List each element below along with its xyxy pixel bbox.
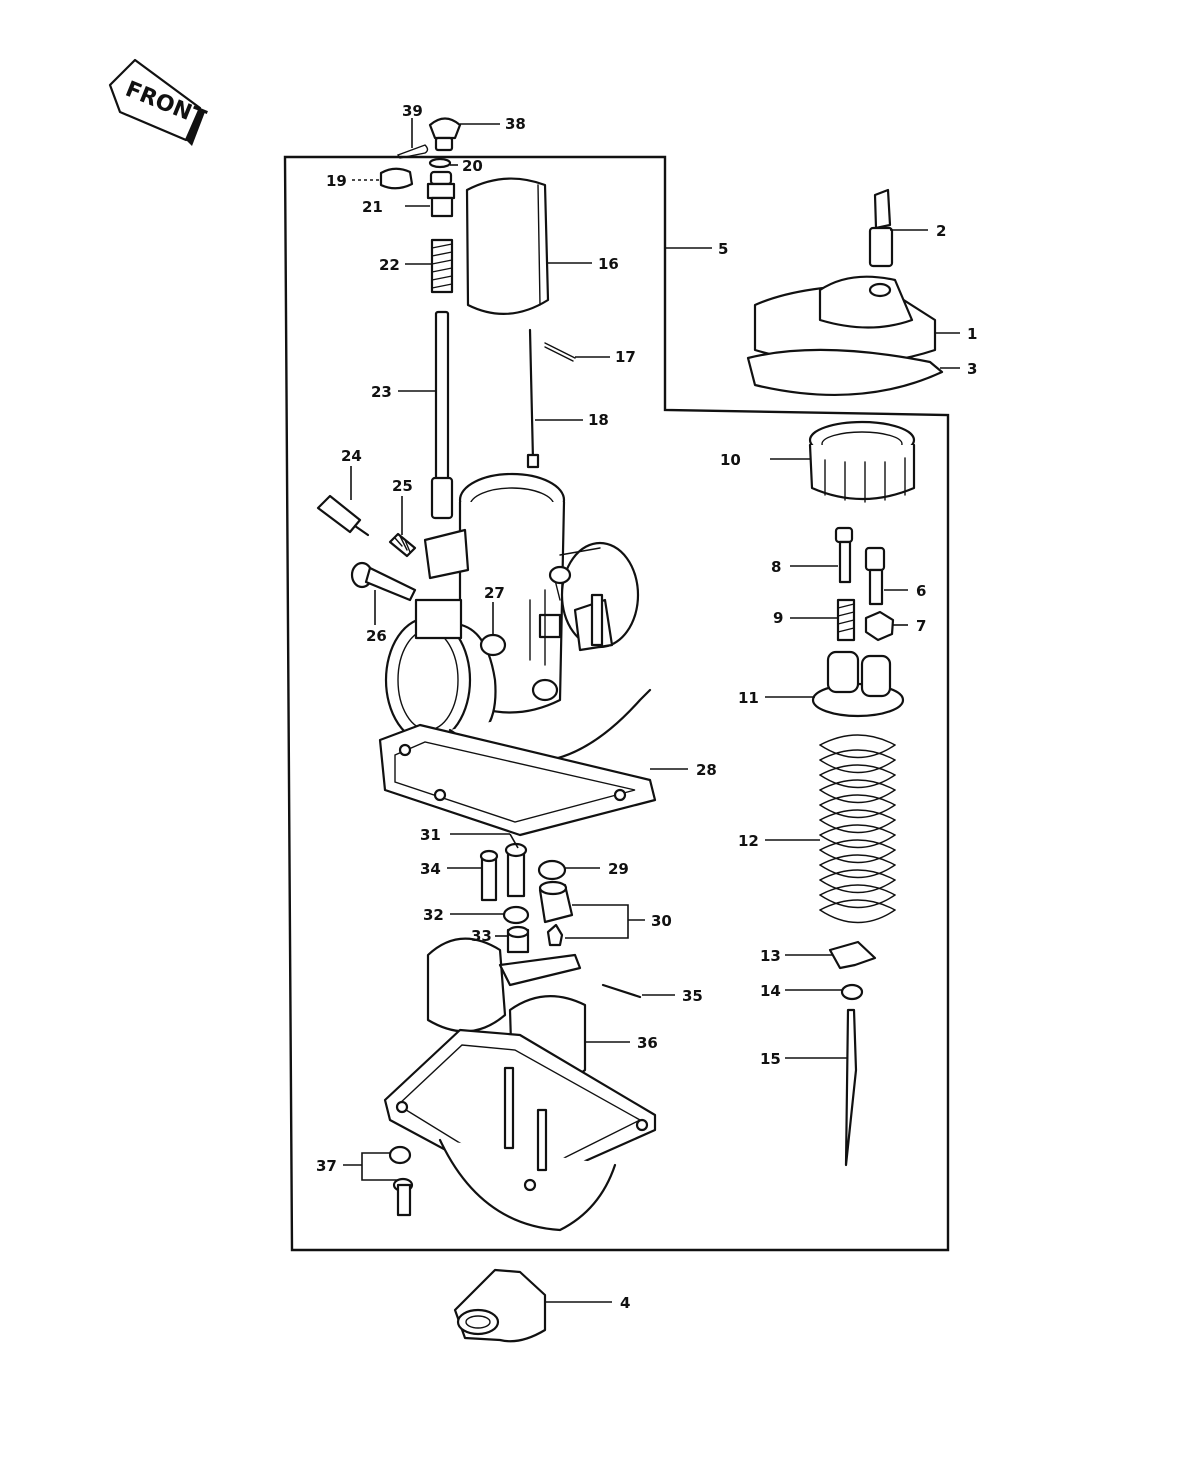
label-38: 38 <box>505 115 526 133</box>
part-22-spring-small <box>430 238 454 294</box>
label-34: 34 <box>420 860 441 878</box>
part-19-cap <box>379 167 414 190</box>
part-3-gasket <box>746 348 944 396</box>
front-arrow: FRONT <box>108 58 209 146</box>
part-17-clip <box>544 342 576 362</box>
part-38-knob <box>428 117 462 152</box>
label-21: 21 <box>362 198 383 216</box>
label-29: 29 <box>608 860 629 878</box>
part-numbers: 39 38 20 19 21 22 16 5 2 1 3 17 18 23 24… <box>316 102 977 1312</box>
label-30: 30 <box>651 912 672 930</box>
label-4: 4 <box>620 1294 630 1312</box>
part-13-plate <box>828 940 877 970</box>
label-35: 35 <box>682 987 703 1005</box>
part-6-screw <box>864 546 886 606</box>
label-3: 3 <box>967 360 977 378</box>
label-24: 24 <box>341 447 362 465</box>
part-16-throttle-valve <box>465 177 550 315</box>
label-20: 20 <box>462 157 483 175</box>
part-8-screw <box>834 526 854 584</box>
part-4-boot <box>453 1268 547 1343</box>
label-37: 37 <box>316 1157 337 1175</box>
part-28-gasket <box>378 723 657 837</box>
part-10-ring-nut <box>808 420 916 503</box>
label-33: 33 <box>471 927 492 945</box>
label-14: 14 <box>760 982 781 1000</box>
label-32: 32 <box>423 906 444 924</box>
label-27: 27 <box>484 584 505 602</box>
part-11-piston-cap <box>811 650 905 718</box>
part-9-spring <box>836 598 856 642</box>
part-30-needle-valve <box>538 880 574 947</box>
label-18: 18 <box>588 411 609 429</box>
part-35-pin <box>601 983 642 999</box>
part-18-jet-needle <box>526 328 540 469</box>
part-39-cotter-pin <box>396 144 429 159</box>
part-26-bolt <box>350 561 417 602</box>
label-28: 28 <box>696 761 717 779</box>
part-1-top-cover <box>753 275 937 366</box>
label-2: 2 <box>936 222 946 240</box>
part-25-spring <box>388 532 417 558</box>
label-39: 39 <box>402 102 423 120</box>
label-22: 22 <box>379 256 400 274</box>
carburetor-body <box>384 472 652 764</box>
label-11: 11 <box>738 689 759 707</box>
label-17: 17 <box>615 348 636 366</box>
part-29-washer <box>537 859 567 881</box>
label-23: 23 <box>371 383 392 401</box>
part-12-spring <box>819 734 896 924</box>
label-12: 12 <box>738 832 759 850</box>
part-14-clip <box>840 983 864 1001</box>
part-33-seat <box>506 925 530 954</box>
part-32-washer <box>502 905 530 925</box>
part-15-needle <box>844 1008 858 1167</box>
part-24-screw <box>316 494 370 537</box>
label-31: 31 <box>420 826 441 844</box>
part-7-nut <box>864 610 895 642</box>
part-31-main-jet <box>504 842 528 898</box>
label-13: 13 <box>760 947 781 965</box>
part-37-screw-washer <box>388 1145 414 1217</box>
assembly-frame <box>283 155 950 1252</box>
label-6: 6 <box>916 582 926 600</box>
label-5: 5 <box>718 240 728 258</box>
part-2-cable-adjuster <box>868 188 894 268</box>
leader-lines <box>343 118 960 1303</box>
label-10: 10 <box>720 451 741 469</box>
label-26: 26 <box>366 627 387 645</box>
float-bowl <box>383 1028 657 1232</box>
label-36: 36 <box>637 1034 658 1052</box>
label-1: 1 <box>967 325 977 343</box>
label-16: 16 <box>598 255 619 273</box>
label-8: 8 <box>771 558 781 576</box>
label-15: 15 <box>760 1050 781 1068</box>
part-23-tube <box>430 310 454 520</box>
label-19: 19 <box>326 172 347 190</box>
label-9: 9 <box>773 609 783 627</box>
part-21-adjuster <box>426 170 456 218</box>
label-25: 25 <box>392 477 413 495</box>
part-20-washer <box>428 157 452 169</box>
part-34-pilot-jet <box>479 849 499 902</box>
label-7: 7 <box>916 617 926 635</box>
